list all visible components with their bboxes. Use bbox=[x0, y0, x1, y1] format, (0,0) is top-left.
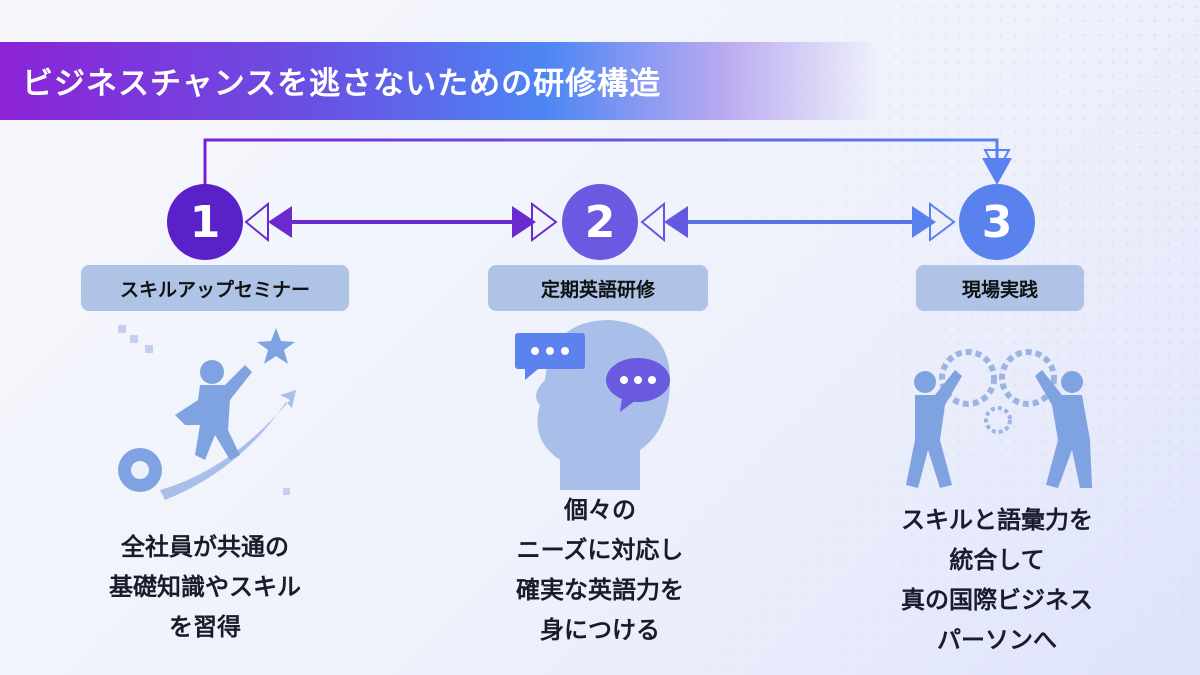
title-banner bbox=[0, 42, 880, 120]
people-gears-icon bbox=[906, 349, 1092, 488]
step-1-description: 全社員が共通の 基礎知識やスキル を習得 bbox=[55, 527, 355, 647]
description-line: スキルと語彙力を bbox=[901, 506, 1093, 534]
step-2-number: 2 bbox=[562, 184, 638, 260]
page-title: ビジネスチャンスを逃さないための研修構造 bbox=[22, 66, 662, 102]
step-3-number: 3 bbox=[959, 184, 1035, 260]
arrow-left-icon bbox=[268, 206, 292, 238]
step-2-label: 定期英語研修 bbox=[488, 265, 708, 311]
description-line: ニーズに対応し bbox=[516, 536, 684, 564]
step-3-description: スキルと語彙力を 統合して 真の国際ビジネス パーソンへ bbox=[847, 500, 1147, 660]
head-speech-bubbles-icon bbox=[515, 320, 670, 490]
description-line: 統合して bbox=[949, 546, 1045, 574]
step-2-description: 個々の ニーズに対応し 確実な英語力を 身につける bbox=[450, 490, 750, 650]
step-3-label: 現場実践 bbox=[916, 265, 1084, 311]
climbing-person-icon bbox=[118, 325, 296, 500]
description-line: 個々の bbox=[564, 496, 636, 524]
description-line: 確実な英語力を bbox=[516, 576, 684, 604]
description-line: パーソンへ bbox=[937, 626, 1057, 654]
description-line: 基礎知識やスキル bbox=[109, 573, 301, 601]
description-line: を習得 bbox=[169, 613, 241, 641]
arrow-left-icon bbox=[664, 206, 688, 238]
loop-connector bbox=[203, 138, 999, 185]
description-line: 全社員が共通の bbox=[121, 533, 289, 561]
arrow-right-icon bbox=[912, 206, 936, 238]
description-line: 真の国際ビジネス bbox=[901, 586, 1093, 614]
step-1-label: スキルアップセミナー bbox=[81, 265, 349, 311]
description-line: 身につける bbox=[540, 616, 660, 644]
step-1-number: 1 bbox=[167, 184, 243, 260]
arrow-right-icon bbox=[512, 206, 536, 238]
